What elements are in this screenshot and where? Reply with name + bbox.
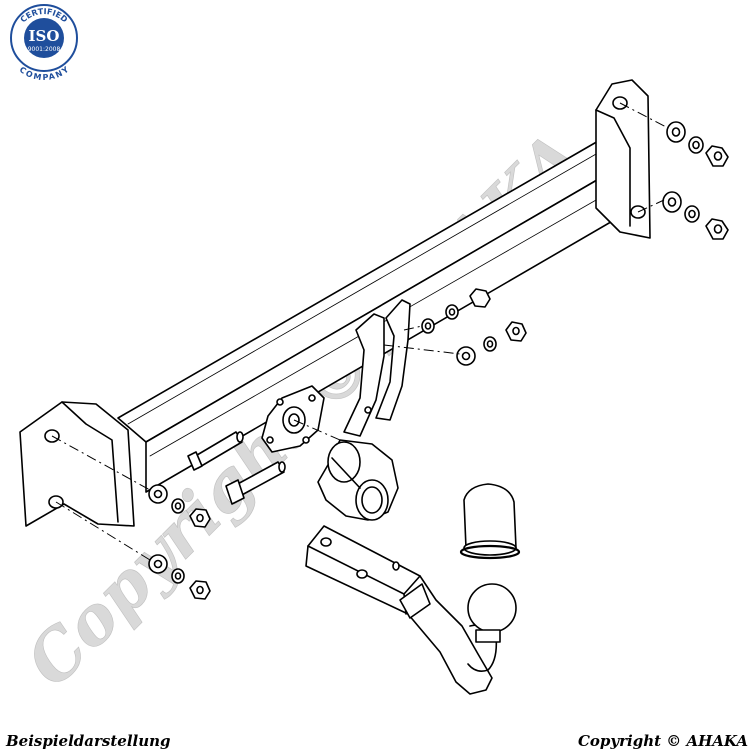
left-mounting-plate bbox=[19, 401, 135, 527]
ball-cap bbox=[459, 483, 521, 560]
assembly-lines bbox=[51, 102, 669, 561]
bracket-left bbox=[343, 313, 385, 437]
right-mounting-plate bbox=[595, 79, 651, 239]
badge-standard-text: 9001:2008 bbox=[28, 46, 61, 53]
badge-main-text: ISO bbox=[29, 27, 60, 45]
fastener-set-upper-right bbox=[666, 121, 729, 167]
tow-ball-arm bbox=[305, 525, 517, 695]
fastener-set-lower-left bbox=[148, 554, 211, 600]
iso-badge: CERTIFIED COMPANY ISO 9001:2008 bbox=[10, 4, 78, 82]
caption-example-illustration: Beispieldarstellung bbox=[6, 732, 171, 750]
bolt-upper bbox=[187, 431, 244, 471]
bracket-right bbox=[375, 299, 411, 421]
caption-copyright: Copyright © AHAKA bbox=[577, 732, 748, 750]
fastener-set-upper-left bbox=[148, 484, 211, 528]
electrical-socket bbox=[317, 439, 399, 521]
fastener-set-center-lower bbox=[456, 321, 527, 366]
fastener-set-lower-right bbox=[662, 191, 729, 240]
bolt-lower bbox=[225, 461, 286, 505]
fastener-set-center-upper bbox=[421, 288, 491, 334]
